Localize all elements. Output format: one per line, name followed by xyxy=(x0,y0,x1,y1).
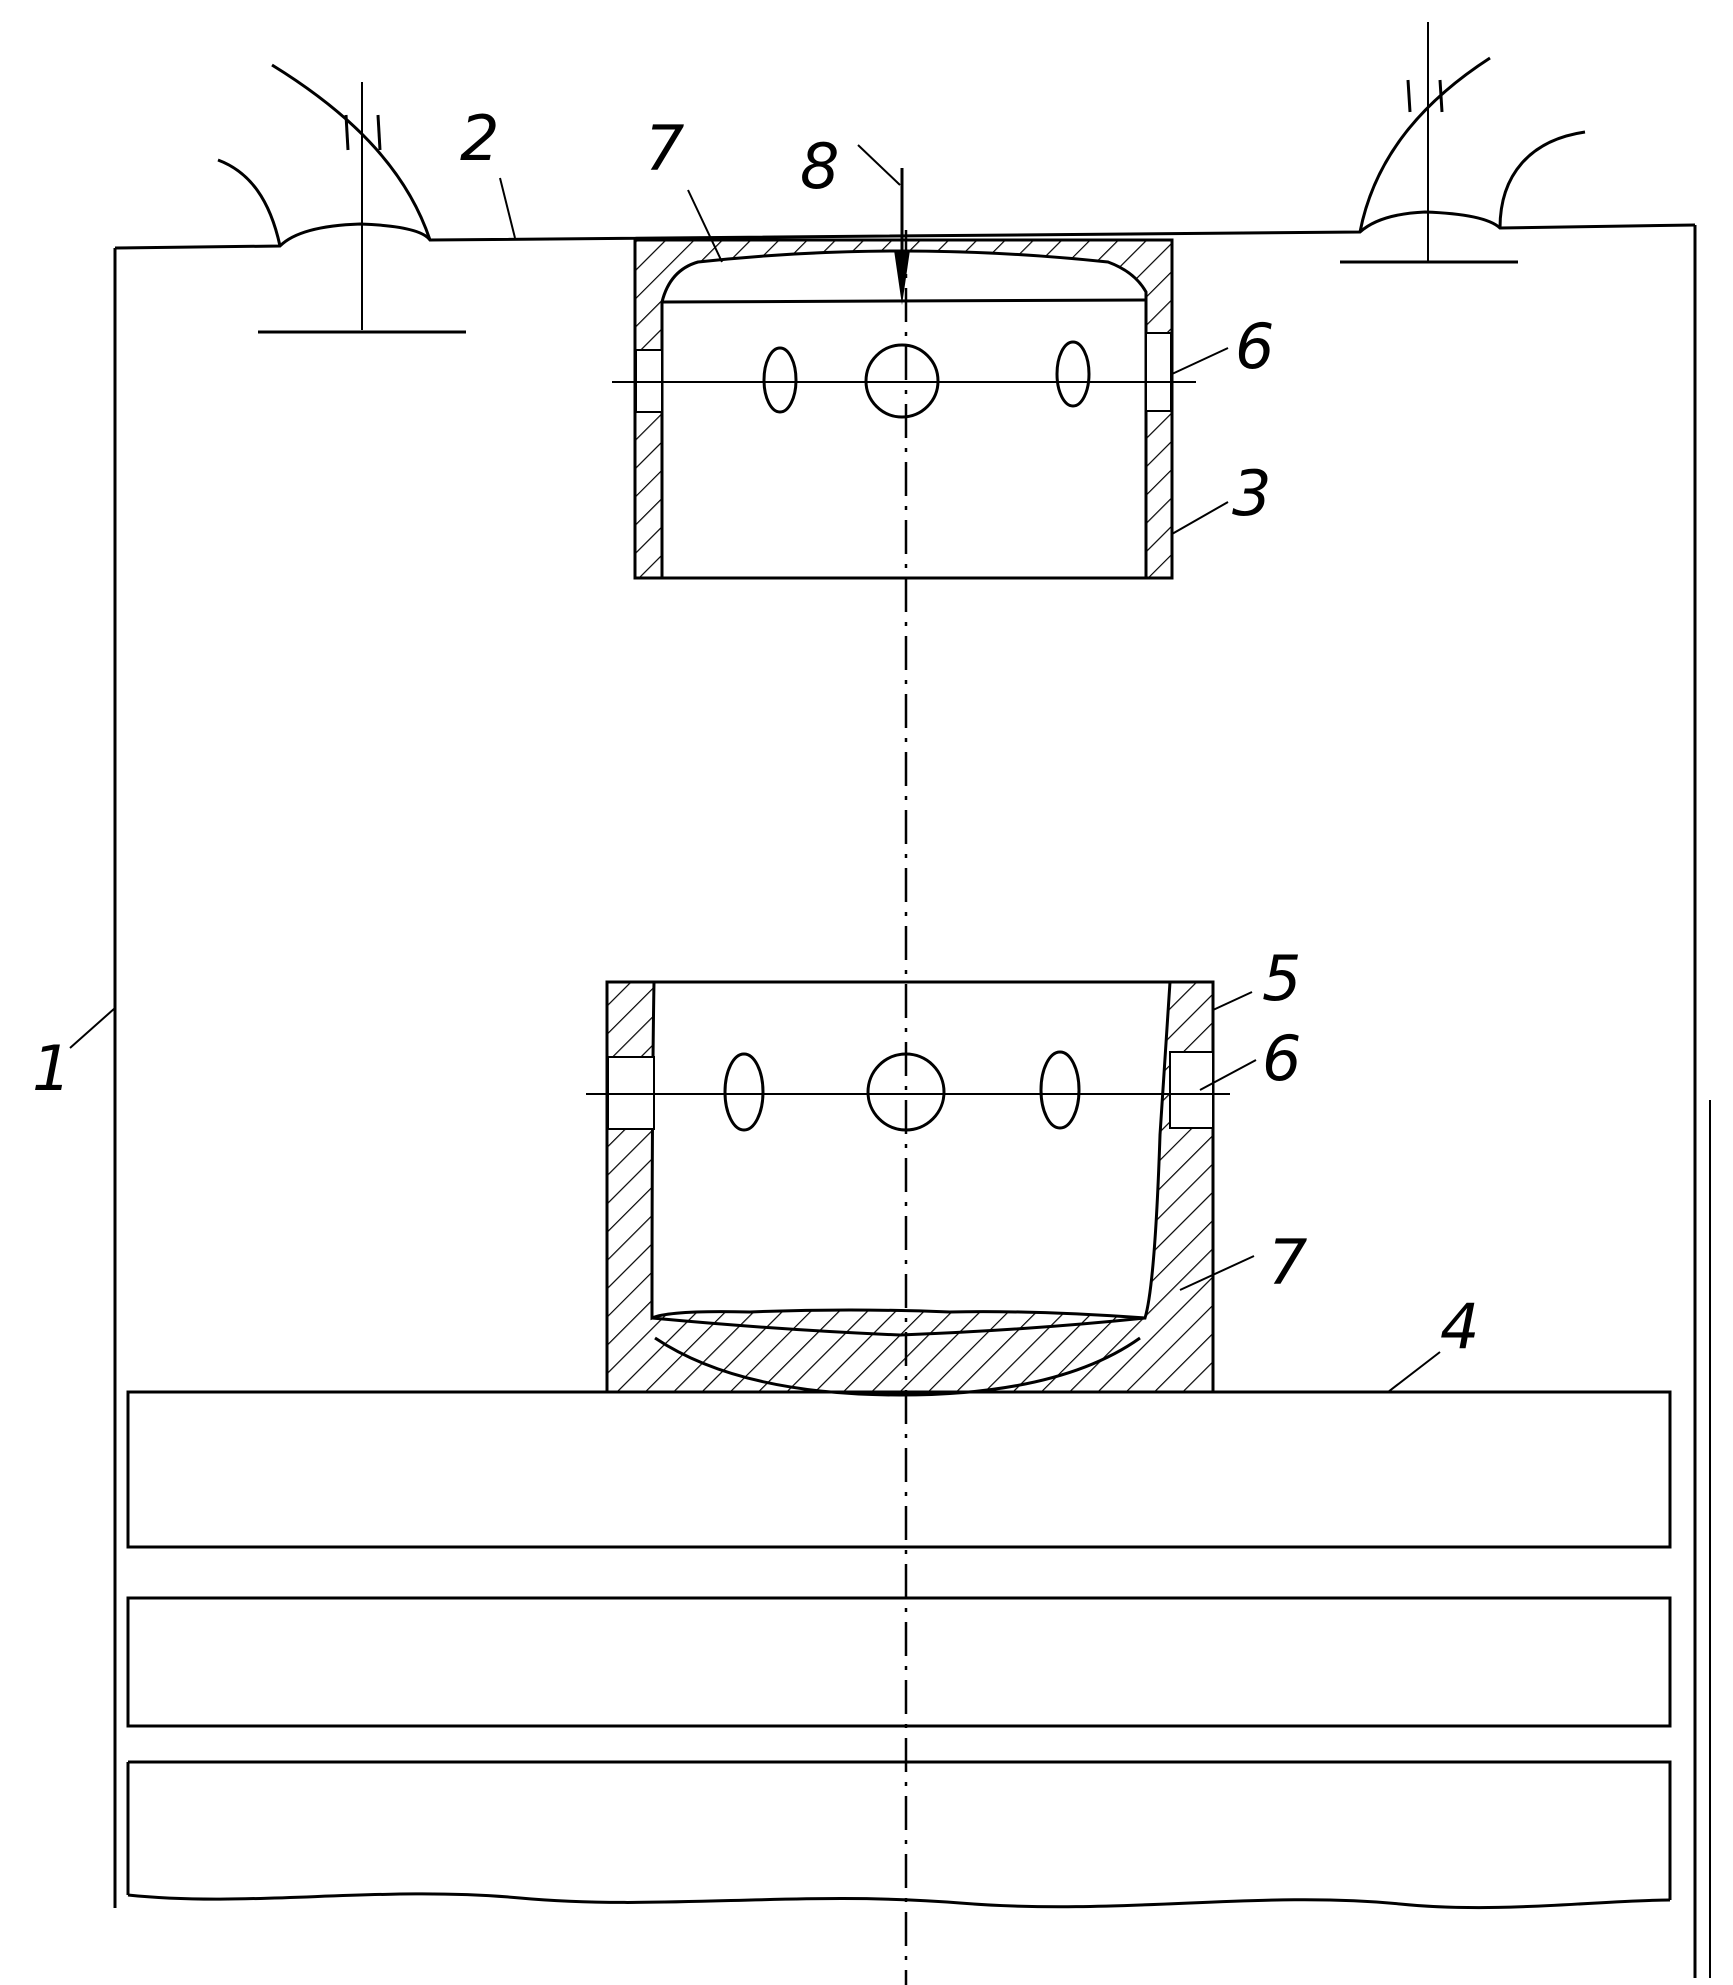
label-housing: 1 xyxy=(32,1032,71,1105)
label-wall-upper: 7 xyxy=(645,112,684,185)
label-top-surface: 2 xyxy=(460,102,499,175)
lower-cup xyxy=(586,982,1230,1395)
label-force-arrow: 8 xyxy=(800,130,839,203)
force-arrow xyxy=(858,145,910,305)
label-lower-cup: 5 xyxy=(1262,942,1301,1015)
label-base-plate: 4 xyxy=(1440,1290,1479,1363)
label-upper-cup: 3 xyxy=(1232,457,1271,530)
label-hole-lower: 6 xyxy=(1262,1022,1301,1095)
label-hole-upper: 6 xyxy=(1235,310,1274,383)
base-plates xyxy=(128,1392,1670,1908)
weld-symbol-left xyxy=(218,65,466,332)
label-wall-lower: 7 xyxy=(1268,1226,1307,1299)
